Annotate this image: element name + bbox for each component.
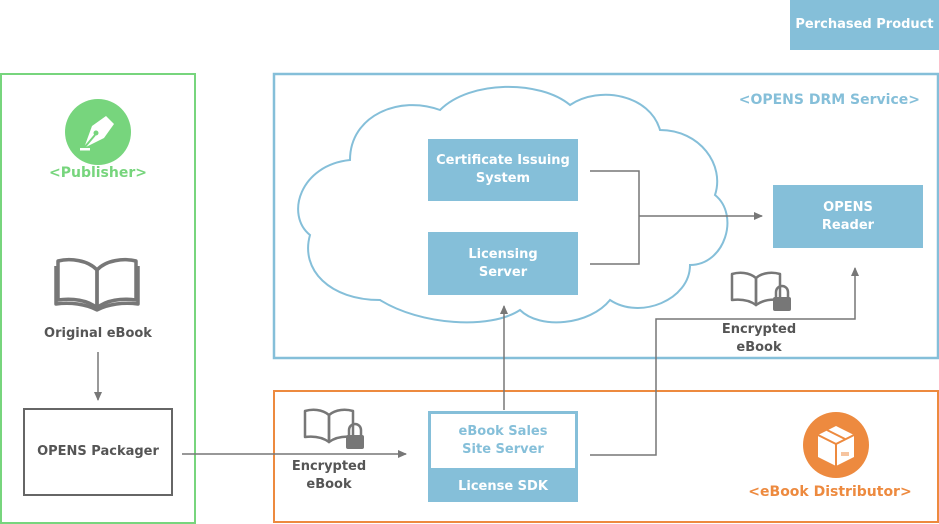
original-ebook-label: Original eBook [44, 326, 152, 341]
encrypted-book-icon-left [303, 408, 364, 449]
opens-packager-label: OPENS Packager [37, 444, 159, 459]
bracket-services [590, 170, 640, 265]
certificate-issuing-system-box: Certificate Issuing System [428, 139, 578, 201]
distributor-title: <eBook Distributor> [748, 484, 912, 500]
licensing-server-box: Licensing Server [428, 232, 578, 295]
purchased-product-legend: Perchased Product [790, 0, 939, 50]
drm-service-title: <OPENS DRM Service> [738, 92, 920, 108]
drm-service-panel [272, 72, 939, 360]
sales-server-label: eBook Sales Site Server [431, 414, 575, 468]
sales-server-box: eBook Sales Site Server License SDK [428, 411, 578, 502]
encrypted-ebook-label-left: Encrypted eBook [291, 459, 367, 492]
box-icon [803, 412, 869, 478]
arrow-sales-to-reader [590, 267, 859, 456]
open-book-icon [54, 257, 140, 312]
opens-packager-box: OPENS Packager [24, 409, 172, 495]
certificate-issuing-system-label: Certificate Issuing System [436, 153, 570, 186]
pen-nib-icon [65, 99, 131, 165]
distributor-panel [273, 390, 939, 523]
licensing-server-label: Licensing Server [468, 246, 538, 280]
packager-box-border [23, 408, 173, 496]
lock-icon [346, 422, 364, 449]
opens-reader-label: OPENS Reader [821, 199, 875, 233]
encrypted-book-icon-right [730, 271, 791, 311]
lock-icon [773, 284, 791, 311]
publisher-title: <Publisher> [48, 165, 147, 181]
purchased-product-label: Perchased Product [795, 17, 934, 32]
license-sdk-label: License SDK [458, 479, 548, 494]
encrypted-ebook-label-right: Encrypted eBook [721, 322, 797, 355]
publisher-panel [0, 73, 196, 524]
opens-reader-box: OPENS Reader [773, 185, 923, 248]
